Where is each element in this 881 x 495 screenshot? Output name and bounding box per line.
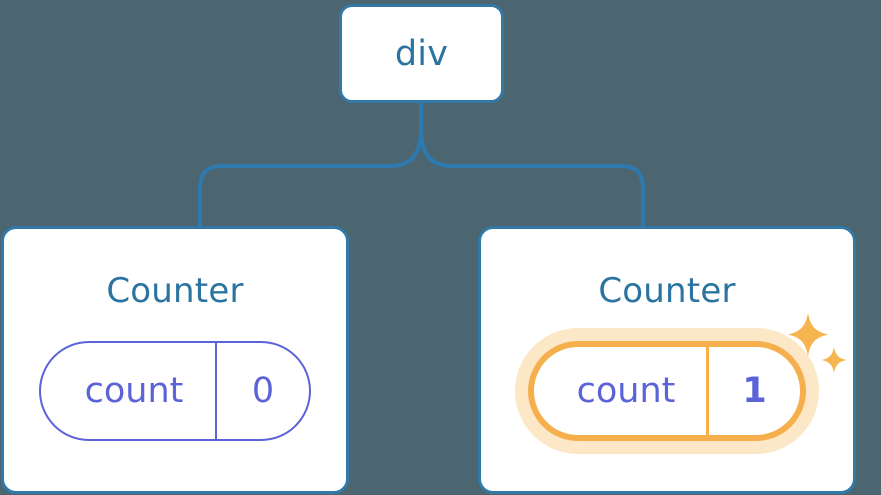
node-counter-right[interactable]: Counter count 1 xyxy=(478,226,856,494)
state-value-left: 0 xyxy=(215,343,309,439)
node-counter-right-title: Counter xyxy=(598,271,736,311)
counter-right-body: Counter count 1 xyxy=(481,271,853,454)
state-pill-right[interactable]: count 1 xyxy=(515,313,847,454)
state-key-left: count xyxy=(84,371,184,411)
state-pill-left-box: count 0 xyxy=(39,341,311,441)
state-pill-right-box: count 1 xyxy=(528,341,806,441)
state-key-right: count xyxy=(576,371,676,411)
node-div[interactable]: div xyxy=(339,4,504,103)
state-value-right: 1 xyxy=(706,347,800,435)
node-counter-left-title: Counter xyxy=(106,271,244,311)
sparkle-small-icon xyxy=(821,347,847,373)
node-div-label: div xyxy=(394,33,449,74)
node-counter-left[interactable]: Counter count 0 xyxy=(1,226,349,494)
counter-left-body: Counter count 0 xyxy=(4,271,346,441)
state-pill-left[interactable]: count 0 xyxy=(39,341,311,441)
